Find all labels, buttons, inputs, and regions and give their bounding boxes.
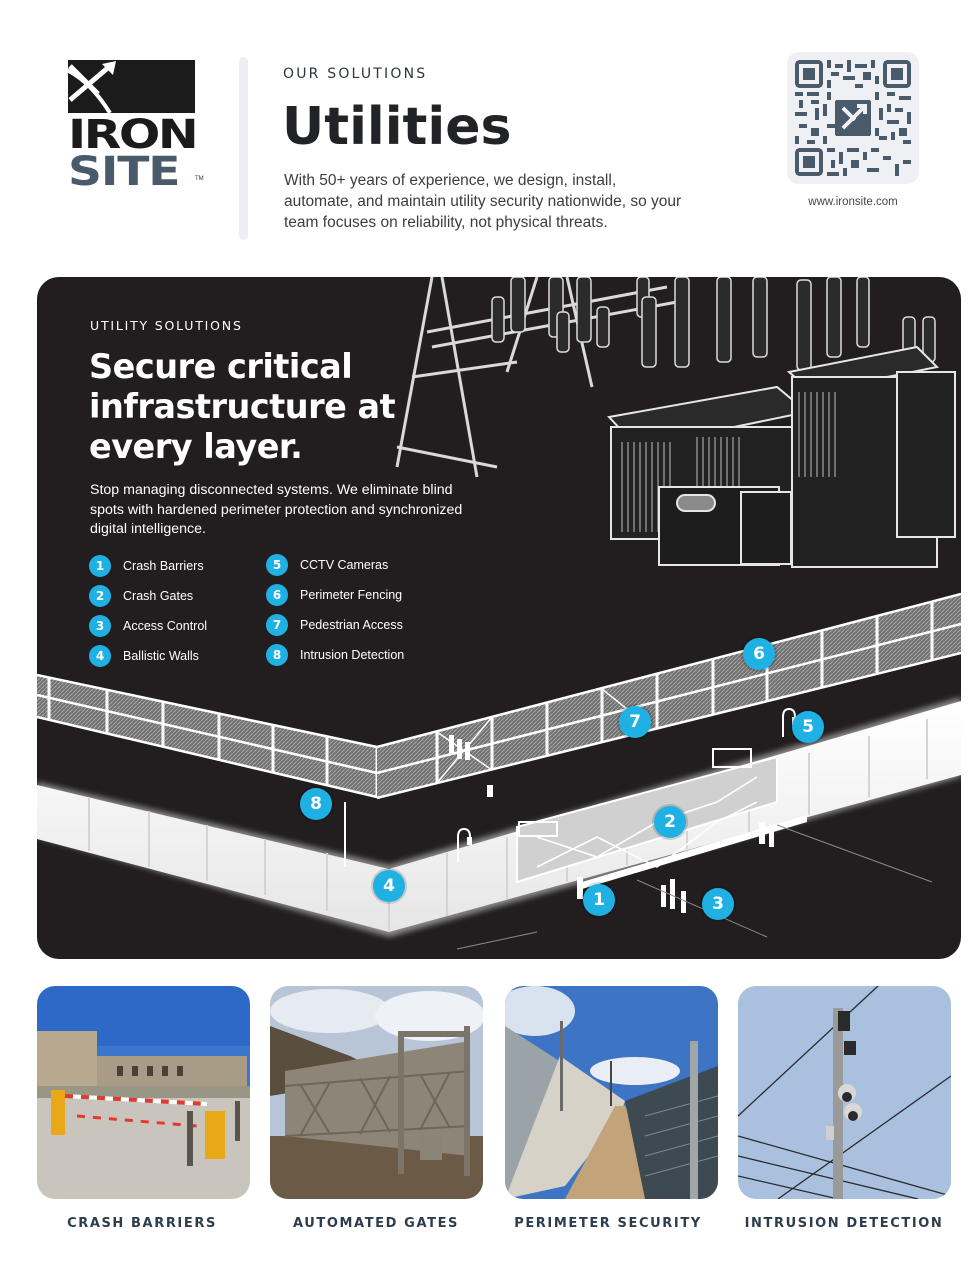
photo-automated-gates xyxy=(270,986,483,1199)
panel-eyebrow: UTILITY SOLUTIONS xyxy=(90,318,243,333)
legend-label: CCTV Cameras xyxy=(300,558,389,572)
legend-label: Ballistic Walls xyxy=(123,649,199,663)
arrow-logo-icon xyxy=(68,60,195,113)
marker-perimeter-fencing: 6 xyxy=(743,638,775,670)
caption-perimeter-security: PERIMETER SECURITY xyxy=(514,1216,702,1231)
legend-label: Access Control xyxy=(123,619,208,633)
marker-intrusion-detection: 8 xyxy=(300,788,332,820)
substation-illustration xyxy=(37,277,961,950)
legend-item-cctv-cameras: 5 CCTV Cameras xyxy=(266,554,388,576)
caption-automated-gates: AUTOMATED GATES xyxy=(292,1216,460,1231)
marker-crash-barriers: 1 xyxy=(583,884,615,916)
panel-description: Stop managing disconnected systems. We e… xyxy=(90,482,463,537)
photo-intrusion-detection xyxy=(738,986,951,1199)
page-title: Utilities xyxy=(282,97,512,157)
marker-ballistic-walls: 4 xyxy=(373,870,405,902)
legend-item-pedestrian-access: 7 Pedestrian Access xyxy=(266,614,403,636)
caption-crash-barriers: CRASH BARRIERS xyxy=(67,1216,217,1231)
header-divider xyxy=(239,57,248,240)
number-badge: 5 xyxy=(266,554,288,576)
website-url[interactable]: www.ironsite.com xyxy=(808,196,898,208)
logo-text-site: SITE xyxy=(68,149,180,195)
utility-solutions-panel: UTILITY SOLUTIONS Secure critical infras… xyxy=(37,277,961,959)
number-badge: 3 xyxy=(89,615,111,637)
legend-item-crash-gates: 2 Crash Gates xyxy=(89,585,193,607)
number-badge: 1 xyxy=(89,555,111,577)
ironsite-logo: IRON SITE TM xyxy=(68,60,204,192)
legend-label: Perimeter Fencing xyxy=(300,588,403,602)
number-badge: 4 xyxy=(89,645,111,667)
legend-item-ballistic-walls: 4 Ballistic Walls xyxy=(89,645,199,667)
legend-label: Pedestrian Access xyxy=(300,618,403,632)
marker-crash-gates: 2 xyxy=(654,806,686,838)
number-badge: 8 xyxy=(266,644,288,666)
number-badge: 7 xyxy=(266,614,288,636)
legend-item-perimeter-fencing: 6 Perimeter Fencing xyxy=(266,584,402,606)
header-eyebrow: OUR SOLUTIONS xyxy=(283,66,428,82)
number-badge: 6 xyxy=(266,584,288,606)
legend-item-access-control: 3 Access Control xyxy=(89,615,207,637)
qr-code-icon xyxy=(795,60,911,176)
logo-text-iron: IRON xyxy=(68,112,199,158)
marker-access-control: 3 xyxy=(702,888,734,920)
legend-label: Intrusion Detection xyxy=(300,648,405,662)
legend-label: Crash Barriers xyxy=(123,559,204,573)
trademark-symbol: TM xyxy=(195,176,204,182)
panel-headline: Secure critical infrastructure at every … xyxy=(89,347,396,466)
qr-code[interactable] xyxy=(787,52,919,184)
number-badge: 2 xyxy=(89,585,111,607)
photo-crash-barriers xyxy=(37,986,250,1199)
intro-paragraph: With 50+ years of experience, we design,… xyxy=(284,172,682,231)
caption-intrusion-detection: INTRUSION DETECTION xyxy=(744,1216,944,1231)
marker-pedestrian-access: 7 xyxy=(619,706,651,738)
legend-item-intrusion-detection: 8 Intrusion Detection xyxy=(266,644,404,666)
photo-perimeter-security xyxy=(505,986,718,1199)
legend-item-crash-barriers: 1 Crash Barriers xyxy=(89,555,204,577)
legend-label: Crash Gates xyxy=(123,589,194,603)
marker-cctv-cameras: 5 xyxy=(792,711,824,743)
